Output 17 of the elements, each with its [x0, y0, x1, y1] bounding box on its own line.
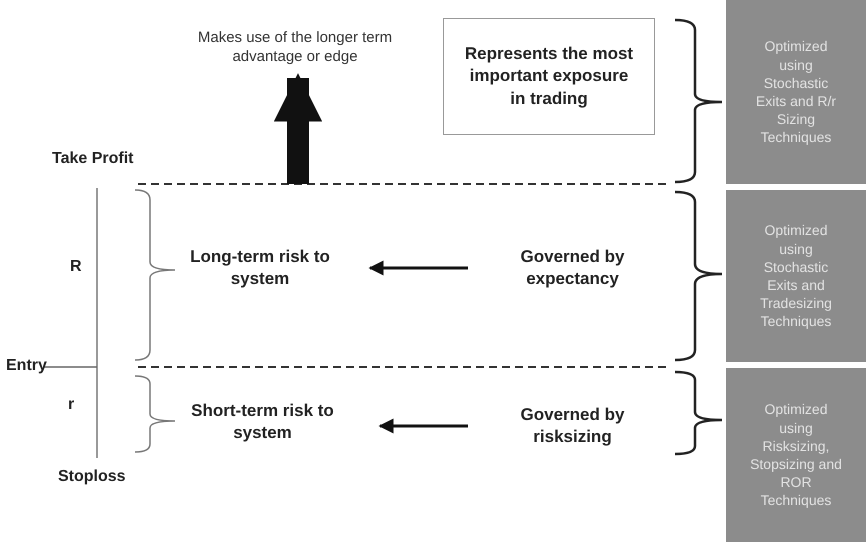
level-label: Entry — [6, 357, 47, 375]
note-box: Represents the most important exposure in trading — [443, 18, 655, 135]
level-label: Stoploss — [58, 468, 126, 486]
technique-box: Optimized using Stochastic Exits and Tradesizing Techniques — [726, 190, 866, 362]
level-label: Take Profit — [52, 150, 134, 168]
technique-box: Optimized using Stochastic Exits and R/r Sizing Techniques — [726, 0, 866, 184]
level-label: R — [70, 258, 82, 276]
risk-text: Long-term risk to system — [190, 240, 330, 296]
arrow — [378, 418, 468, 434]
arrow — [368, 260, 468, 276]
arrow — [274, 73, 322, 184]
note-text: Makes use of the longer term advantage or edge — [175, 22, 415, 74]
risk-text: Governed by risksizing — [480, 398, 665, 454]
level-label: r — [68, 396, 74, 414]
risk-text: Short-term risk to system — [185, 396, 340, 448]
technique-box: Optimized using Risksizing, Stopsizing and ROR Techniques — [726, 368, 866, 542]
risk-text: Governed by expectancy — [480, 238, 665, 298]
